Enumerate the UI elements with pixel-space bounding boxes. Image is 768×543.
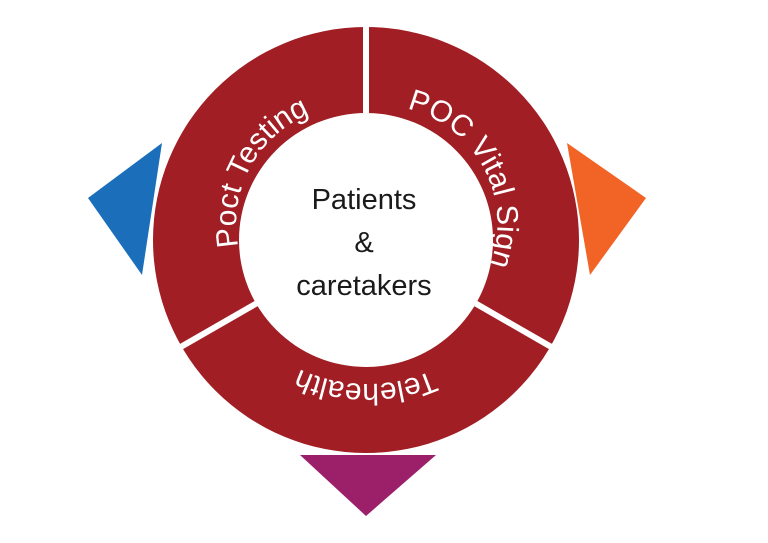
divider-lower-right: [474, 300, 560, 354]
center-circle: [239, 113, 493, 367]
divider-lower-left: [172, 300, 258, 354]
left-pointer-triangle: [88, 143, 162, 275]
center-label-line-1: Patients: [312, 184, 417, 216]
bottom-pointer-triangle: [300, 455, 436, 516]
right-pointer-triangle: [567, 143, 646, 275]
center-label-line-2: &: [354, 227, 373, 259]
center-label-line-3: caretakers: [296, 270, 431, 302]
